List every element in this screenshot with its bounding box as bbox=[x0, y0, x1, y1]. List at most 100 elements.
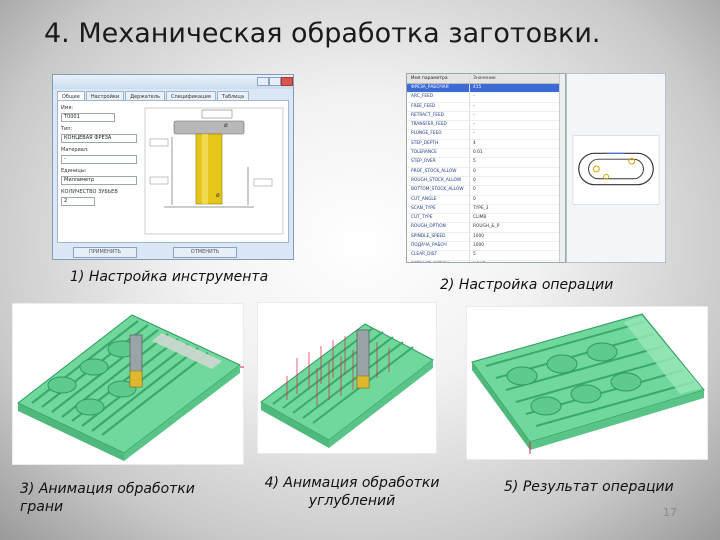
param-value-cell[interactable]: 0 bbox=[473, 177, 476, 183]
param-value-cell[interactable]: 4 bbox=[473, 140, 476, 146]
param-name-cell: PROF_STOCK_ALLOW bbox=[407, 167, 470, 176]
param-name-cell: SCAN_TYPE bbox=[407, 204, 470, 214]
param-value-cell[interactable]: 0 bbox=[473, 196, 476, 202]
tab-settings[interactable]: Настройки bbox=[85, 91, 125, 102]
caption-pocket-animation: 4) Анимация обработки углублений bbox=[262, 474, 442, 510]
units-select[interactable]: Миллиметр bbox=[61, 176, 137, 185]
param-name-cell: SPINDLE_SPEED bbox=[407, 232, 470, 242]
param-value-cell[interactable]: - bbox=[473, 131, 475, 137]
units-label: Единицы: bbox=[61, 168, 87, 174]
param-value-cell[interactable]: 1000 bbox=[473, 243, 484, 249]
type-label: Тип: bbox=[61, 126, 73, 132]
param-name-cell: FREE_FEED bbox=[407, 102, 470, 111]
param-name-cell: CUT_ANGLE bbox=[407, 195, 470, 204]
type-select[interactable]: КОНЦЕВАЯ ФРЕЗА bbox=[61, 134, 137, 143]
table-row[interactable]: PLUNGE_FEED- bbox=[407, 130, 565, 140]
result-render bbox=[466, 306, 708, 460]
page-number: 17 bbox=[663, 506, 677, 519]
param-value-cell[interactable]: CLIMB bbox=[473, 215, 487, 221]
param-value-cell[interactable]: - bbox=[473, 103, 475, 109]
param-name-cell: TOLERANCE bbox=[407, 149, 470, 158]
minimize-icon[interactable] bbox=[257, 77, 269, 86]
name-label: Имя: bbox=[61, 105, 74, 111]
param-value-cell[interactable]: - bbox=[473, 122, 475, 128]
tool-general-panel: Имя: T0001 Тип: КОНЦЕВАЯ ФРЕЗА Материал:… bbox=[57, 100, 289, 243]
param-value-cell[interactable]: 1000 bbox=[473, 233, 484, 239]
table-row[interactable]: RETRACT_FEED- bbox=[407, 111, 565, 122]
param-value-cell[interactable]: 5 bbox=[473, 252, 476, 258]
tab-specification[interactable]: Спецификация bbox=[166, 91, 216, 102]
param-name-cell: ARC_FEED bbox=[407, 93, 470, 102]
param-value-cell[interactable]: 0 bbox=[473, 168, 476, 174]
param-value-cell[interactable]: TYPE_3 bbox=[473, 205, 489, 211]
table-row[interactable]: RETRACT_OPTIONNONE bbox=[407, 260, 565, 263]
dialog-titlebar bbox=[53, 75, 293, 89]
caption-face-animation: 3) Анимация обработки грани bbox=[20, 480, 195, 516]
table-scrollbar[interactable] bbox=[559, 74, 565, 262]
tool-drawing: ø ø bbox=[144, 107, 284, 235]
material-select[interactable]: - bbox=[61, 155, 137, 164]
param-name-cell: CLEAR_DIST bbox=[407, 251, 470, 260]
cancel-button[interactable]: ОТМЕНИТЬ bbox=[173, 247, 237, 258]
face-machining-render bbox=[12, 303, 244, 465]
column-header-value: Значение bbox=[473, 76, 496, 81]
teeth-count-field[interactable]: 2 bbox=[61, 197, 95, 206]
tab-general[interactable]: Общее bbox=[57, 91, 85, 102]
tab-table[interactable]: Таблица bbox=[216, 91, 249, 102]
close-icon[interactable] bbox=[281, 77, 293, 86]
param-name-cell: TRANSFER_FEED bbox=[407, 121, 470, 130]
tool-setup-dialog: Общее Настройки Держатель Спецификация Т… bbox=[52, 74, 294, 260]
param-name-cell: PLUNGE_FEED bbox=[407, 130, 470, 139]
table-row[interactable]: FREE_FEED- bbox=[407, 102, 565, 112]
slide-title: 4. Механическая обработка заготовки. bbox=[44, 18, 601, 49]
teeth-count-label: КОЛИЧЕСТВО ЗУБЬЕВ bbox=[61, 189, 118, 195]
caption-pocket-animation-line-1: 4) Анимация обработки bbox=[264, 475, 440, 491]
param-name-cell: RETRACT_OPTION bbox=[407, 260, 470, 262]
param-name-cell: BOTTOM_STOCK_ALLOW bbox=[407, 186, 470, 195]
caption-operation-setup: 2) Настройка операции bbox=[440, 277, 614, 293]
param-value-cell[interactable]: - bbox=[473, 94, 475, 100]
param-name-cell: ПОДАЧА_РАБОЧ bbox=[407, 242, 470, 251]
caption-pocket-animation-line-2: углублений bbox=[308, 493, 396, 509]
param-name-cell: ROUGH_STOCK_ALLOW bbox=[407, 176, 470, 186]
pocket-machining-render bbox=[257, 302, 437, 454]
caption-tool-setup: 1) Настройка инструмента bbox=[70, 269, 269, 285]
apply-button[interactable]: ПРИМЕНИТЬ bbox=[73, 247, 137, 258]
param-value-cell[interactable]: 5 bbox=[473, 159, 476, 165]
param-name-cell: RETRACT_FEED bbox=[407, 111, 470, 121]
param-name-cell: ФРЕЗА_РАБОЧАЯ bbox=[407, 84, 470, 93]
param-name-cell: CUT_TYPE bbox=[407, 214, 470, 223]
maximize-icon[interactable] bbox=[269, 77, 281, 86]
name-field[interactable]: T0001 bbox=[61, 113, 115, 122]
tab-holder[interactable]: Держатель bbox=[125, 91, 165, 102]
param-value-cell[interactable]: - bbox=[473, 112, 475, 118]
param-value-cell[interactable]: ROUGH_&_P bbox=[473, 224, 500, 230]
table-header: Имя параметра Значение bbox=[407, 74, 565, 84]
param-name-cell: STEP_DEPTH bbox=[407, 139, 470, 149]
svg-text:ø: ø bbox=[216, 192, 220, 199]
svg-text:ø: ø bbox=[224, 122, 228, 129]
param-value-cell[interactable]: 0 bbox=[473, 187, 476, 193]
param-value-cell[interactable]: NONE bbox=[470, 261, 565, 263]
param-value-cell[interactable]: 415 bbox=[473, 85, 482, 90]
param-value-cell[interactable]: 0.01 bbox=[473, 150, 483, 156]
table-row[interactable]: TRANSFER_FEED- bbox=[407, 121, 565, 131]
column-header-name: Имя параметра bbox=[407, 74, 470, 83]
caption-result: 5) Результат операции bbox=[504, 479, 674, 495]
table-row[interactable]: ARC_FEED- bbox=[407, 93, 565, 103]
